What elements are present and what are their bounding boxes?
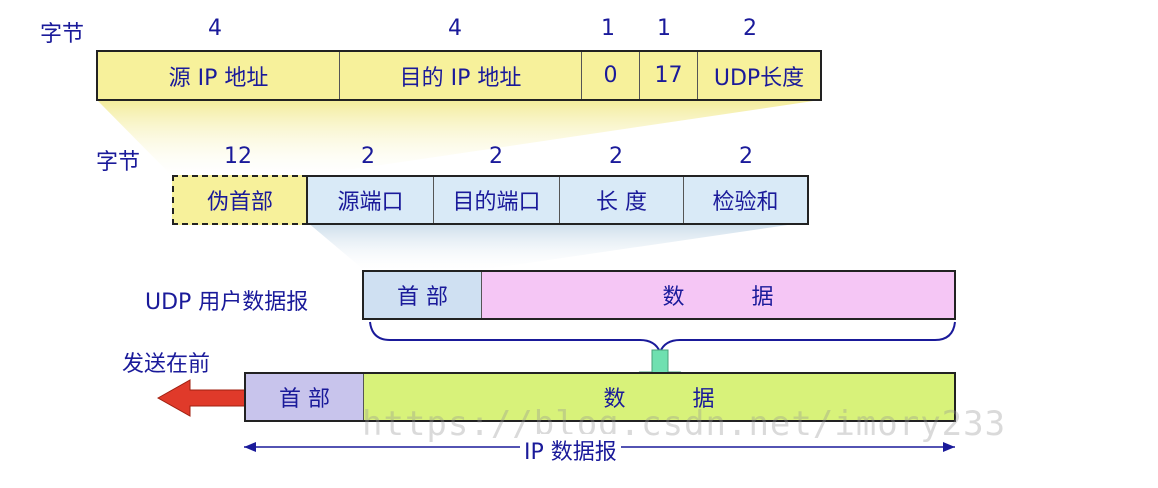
size-src-ip: 4 (208, 16, 222, 41)
udp-header-row: 源端口 目的端口 长 度 检验和 (306, 175, 809, 225)
size-udp-length: 2 (743, 16, 757, 41)
size-dst-port: 2 (489, 144, 503, 169)
udp-datagram-data: 数 据 (482, 272, 954, 318)
ip-datagram-header: 首 部 (246, 374, 364, 420)
brace (369, 321, 956, 355)
pseudo-header: 伪首部 (172, 175, 308, 225)
field-checksum: 检验和 (712, 190, 779, 215)
field-dst-port: 目的端口 (434, 177, 560, 223)
watermark: https://blog.csdn.net/imory233 (362, 404, 1007, 444)
field-zero: 0 (582, 52, 640, 99)
ip-datagram-data: 数 据 (364, 374, 954, 420)
field-src-port: 源端口 (308, 177, 434, 223)
udp-datagram-row: 首 部 数 据 (362, 270, 956, 320)
ip-pseudo-fields-row: 源 IP 地址 目的 IP 地址 0 17 UDP长度 (96, 50, 822, 101)
field-dst-ip: 目的 IP 地址 (340, 52, 582, 99)
size-length: 2 (609, 144, 623, 169)
udp-datagram-label: UDP 用户数据报 (145, 290, 309, 315)
span-left-arrowhead-icon (244, 442, 256, 452)
funnel-ip-to-pseudo (97, 100, 820, 176)
field-udp-length: UDP长度 (713, 65, 805, 91)
send-first-label: 发送在前 (122, 352, 211, 377)
size-src-port: 2 (361, 144, 375, 169)
size-pseudo: 12 (224, 144, 252, 169)
span-right-arrowhead-icon (943, 442, 955, 452)
field-protocol: 17 (640, 52, 698, 99)
size-protocol: 1 (657, 16, 671, 41)
left-arrow-icon (156, 379, 247, 417)
funnel-udp-header (307, 222, 808, 270)
ip-datagram-row: 首 部 数 据 (244, 372, 956, 422)
field-length: 长 度 (560, 177, 684, 223)
bytes-label-mid: 字节 (96, 150, 141, 175)
field-src-ip: 源 IP 地址 (98, 52, 340, 99)
udp-datagram-header: 首 部 (364, 272, 482, 318)
size-dst-ip: 4 (448, 16, 462, 41)
bytes-label-top: 字节 (40, 22, 85, 47)
ip-datagram-label: IP 数据报 (520, 434, 621, 466)
size-zero: 1 (601, 16, 615, 41)
size-checksum: 2 (739, 144, 753, 169)
